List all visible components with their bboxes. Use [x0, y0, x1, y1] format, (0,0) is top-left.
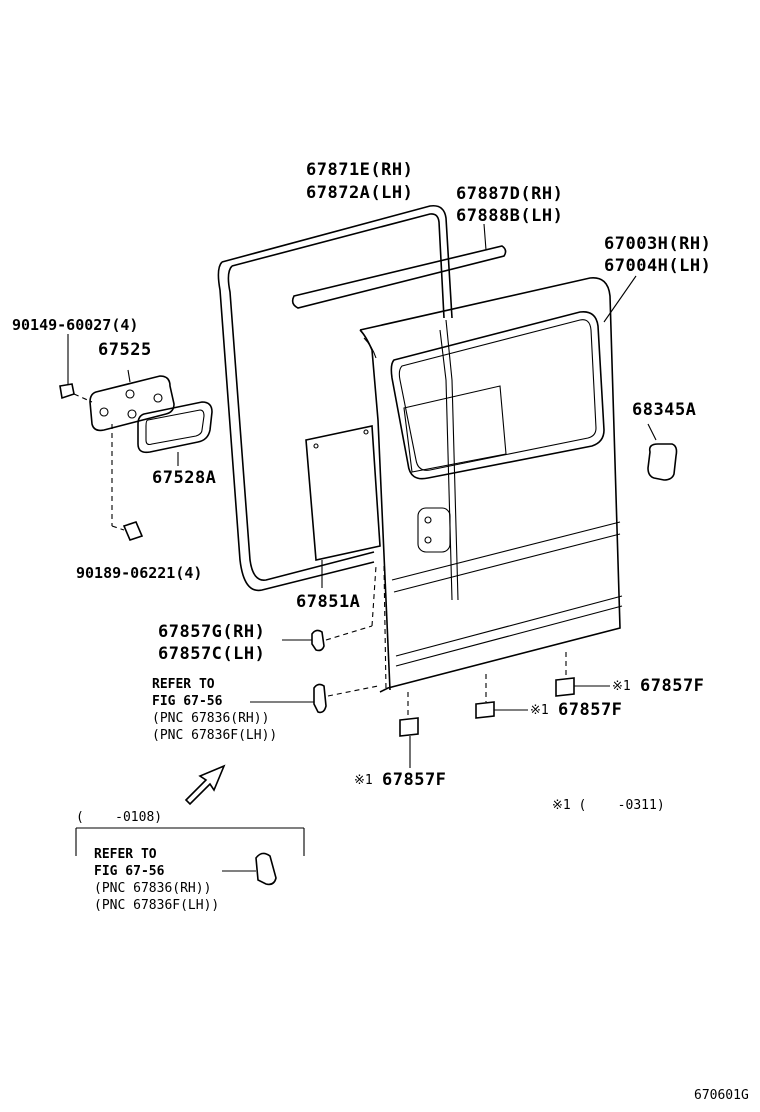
refer2-line4: (PNC 67836F(LH)) [94, 898, 220, 913]
stopper-67857c [250, 565, 387, 714]
refer2-date: ( -0108) [76, 810, 163, 825]
lamp-lens [137, 401, 213, 466]
figure-id: 670601G [694, 1088, 749, 1103]
label-67857f-right: 67857F [640, 676, 705, 696]
label-67857f-mid: 67857F [558, 700, 623, 720]
service-hole-cover [305, 425, 381, 588]
label-67003h: 67003H(RH) [604, 234, 712, 254]
label-67887d: 67887D(RH) [456, 184, 564, 204]
label-67525: 67525 [98, 340, 152, 360]
refer1-line2: FIG 67-56 [152, 694, 223, 709]
label-67871e: 67871E(RH) [306, 160, 414, 180]
label-67857c: 67857C(LH) [158, 644, 266, 664]
glass-run-strip [291, 223, 507, 309]
refer1-line4: (PNC 67836F(LH)) [152, 728, 278, 743]
clip-90189 [111, 424, 144, 541]
label-67857f-bottom: 67857F [382, 770, 447, 790]
refer1-line1: REFER TO [152, 677, 215, 692]
refer2-line1: REFER TO [94, 847, 157, 862]
note-mark-mid: ※1 [530, 703, 549, 718]
label-67857g: 67857G(RH) [158, 622, 266, 642]
label-67528a: 67528A [152, 468, 217, 488]
cover-68345a [647, 443, 678, 481]
clip-67857f-bottom [399, 692, 419, 768]
label-90189: 90189-06221(4) [76, 564, 203, 582]
sliding-door-panel [359, 277, 623, 693]
label-68345a: 68345A [632, 400, 697, 420]
footnote: ※1 ( -0311) [552, 798, 665, 813]
note-mark-bottom: ※1 [354, 773, 373, 788]
lamp-housing [89, 369, 175, 432]
label-67004h: 67004H(LH) [604, 256, 712, 276]
refer2-line2: FIG 67-56 [94, 864, 165, 879]
label-67851a: 67851A [296, 592, 361, 612]
door-weatherstrip [217, 204, 459, 601]
label-90149: 90149-60027(4) [12, 316, 139, 334]
clip-67857f-mid [475, 674, 528, 719]
refer2-line3: (PNC 67836(RH)) [94, 881, 212, 896]
screw-90149 [59, 334, 93, 403]
note-mark-right: ※1 [612, 679, 631, 694]
label-67872a: 67872A(LH) [306, 183, 414, 203]
label-67888b: 67888B(LH) [456, 206, 564, 226]
arrow-icon [184, 764, 226, 806]
clip-67857f-right [555, 652, 610, 697]
refer-bracket [75, 827, 305, 886]
refer1-line3: (PNC 67836(RH)) [152, 711, 270, 726]
stopper-67857g [282, 565, 377, 652]
